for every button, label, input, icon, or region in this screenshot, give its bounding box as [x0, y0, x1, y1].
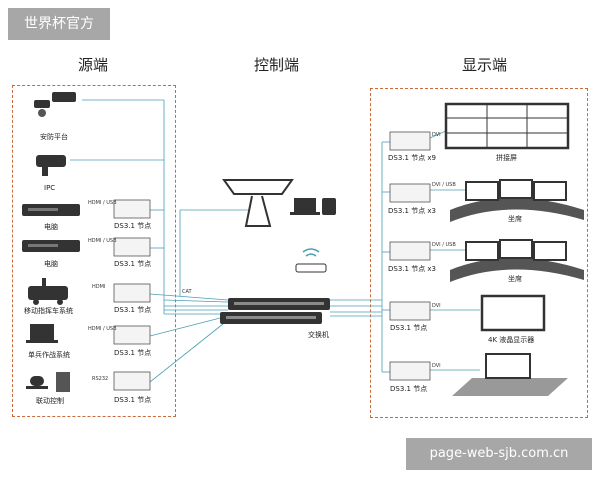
header-source: 源端 [78, 56, 109, 74]
source-nodes [113, 199, 151, 391]
header-control: 控制端 [254, 56, 300, 74]
source-label-linkage: 联动控制 [36, 397, 64, 405]
lcd-monitor-icon [480, 294, 546, 332]
display-node-label: DS3.1 节点 [390, 385, 428, 393]
desk-monitor-icon [452, 353, 568, 396]
source-label-soldier: 单兵作战系统 [28, 351, 70, 359]
laptop-icon [290, 198, 320, 215]
soldier-laptop-icon [26, 324, 58, 343]
cable-label: CAT [182, 289, 192, 295]
display-nodes [389, 131, 431, 381]
video-wall-icon [444, 102, 570, 150]
connection-lines [70, 99, 480, 383]
watermark: page-web-sjb.com.cn [406, 438, 592, 470]
port-label: HDMI / USB [88, 326, 117, 332]
command-vehicle-icon [28, 278, 68, 305]
port-label: HDMI [92, 284, 106, 290]
display-port-label: DVI / USB [432, 242, 456, 248]
video-wall-label: 拼接屏 [496, 154, 517, 162]
display-port-label: DVI [432, 303, 441, 309]
lcd-label: 4K 液晶显示器 [488, 336, 535, 344]
ipc-camera-icon [36, 155, 66, 176]
wifi-router-icon [295, 248, 327, 273]
switch-label: 交换机 [308, 331, 329, 339]
source-label-pc-1: 电脑 [44, 223, 58, 231]
seat-label-1: 坐席 [508, 215, 522, 223]
node-label: DS3.1 节点 [114, 306, 152, 314]
display-node-label: DS3.1 节点 [390, 324, 428, 332]
node-label: DS3.1 节点 [114, 349, 152, 357]
display-node-label: DS3.1 节点 x9 [388, 154, 437, 162]
display-node-label: DS3.1 节点 x3 [388, 265, 437, 273]
monitor-icon [222, 179, 294, 227]
port-label: HDMI / USB [88, 200, 117, 206]
pc-icon-1 [22, 204, 80, 216]
node-label: DS3.1 节点 [114, 260, 152, 268]
source-label-security: 安防平台 [40, 133, 68, 141]
display-port-label: DVI / USB [432, 182, 456, 188]
camera-icon [34, 92, 76, 117]
tablet-icon [322, 198, 336, 215]
header-display: 显示端 [462, 56, 508, 74]
node-label: DS3.1 节点 [114, 222, 152, 230]
source-label-pc-2: 电脑 [44, 260, 58, 268]
display-panel [370, 88, 588, 418]
network-switch-icon [220, 298, 330, 324]
source-label-vehicle: 移动指挥车系统 [24, 307, 73, 315]
console-seat-icon-1 [450, 179, 584, 222]
display-port-label: DVI [432, 363, 441, 369]
site-tag: 世界杯官方 [8, 8, 110, 40]
port-label: HDMI / USB [88, 238, 117, 244]
seat-label-2: 坐席 [508, 275, 522, 283]
display-node-label: DS3.1 节点 x3 [388, 207, 437, 215]
console-seat-icon-2 [450, 239, 584, 282]
source-label-ipc: IPC [44, 184, 56, 192]
alarm-linkage-icon [26, 372, 70, 392]
source-panel [12, 85, 176, 417]
port-label: RS232 [92, 376, 109, 382]
node-label: DS3.1 节点 [114, 396, 152, 404]
pc-icon-2 [22, 240, 80, 252]
display-port-label: DVI [432, 132, 441, 138]
